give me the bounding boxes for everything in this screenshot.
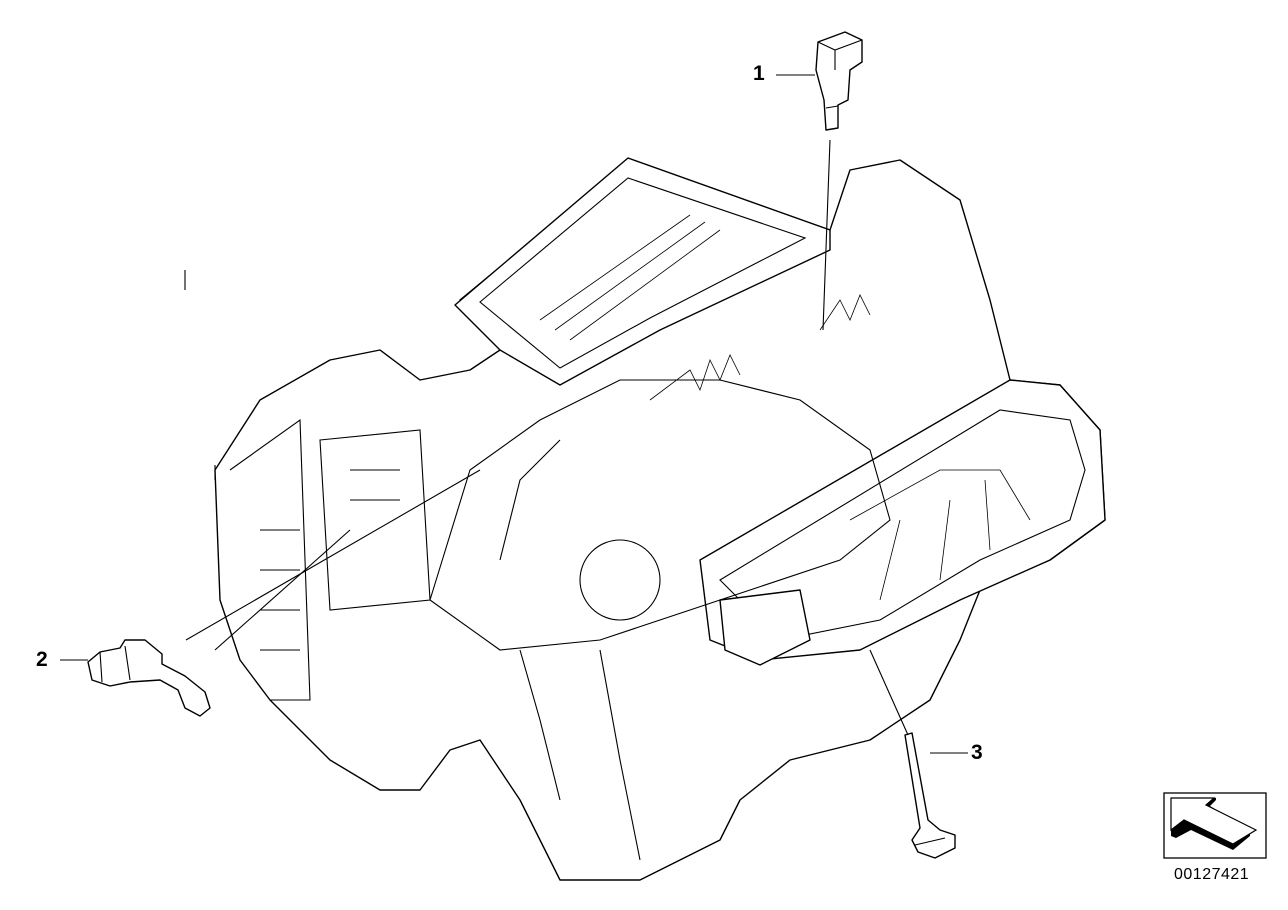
reference-number: 00127421 xyxy=(1174,866,1250,883)
part-1-sensor[interactable] xyxy=(815,31,863,131)
part-2-sensor[interactable] xyxy=(87,639,211,717)
callout-2[interactable]: 2 xyxy=(36,648,48,671)
arrow-icon xyxy=(1163,792,1267,859)
part-3-probe[interactable] xyxy=(904,732,956,859)
callout-1[interactable]: 1 xyxy=(753,62,765,85)
callout-3[interactable]: 3 xyxy=(971,741,983,764)
leader-lines xyxy=(60,74,968,754)
hvac-housing xyxy=(184,157,1106,881)
